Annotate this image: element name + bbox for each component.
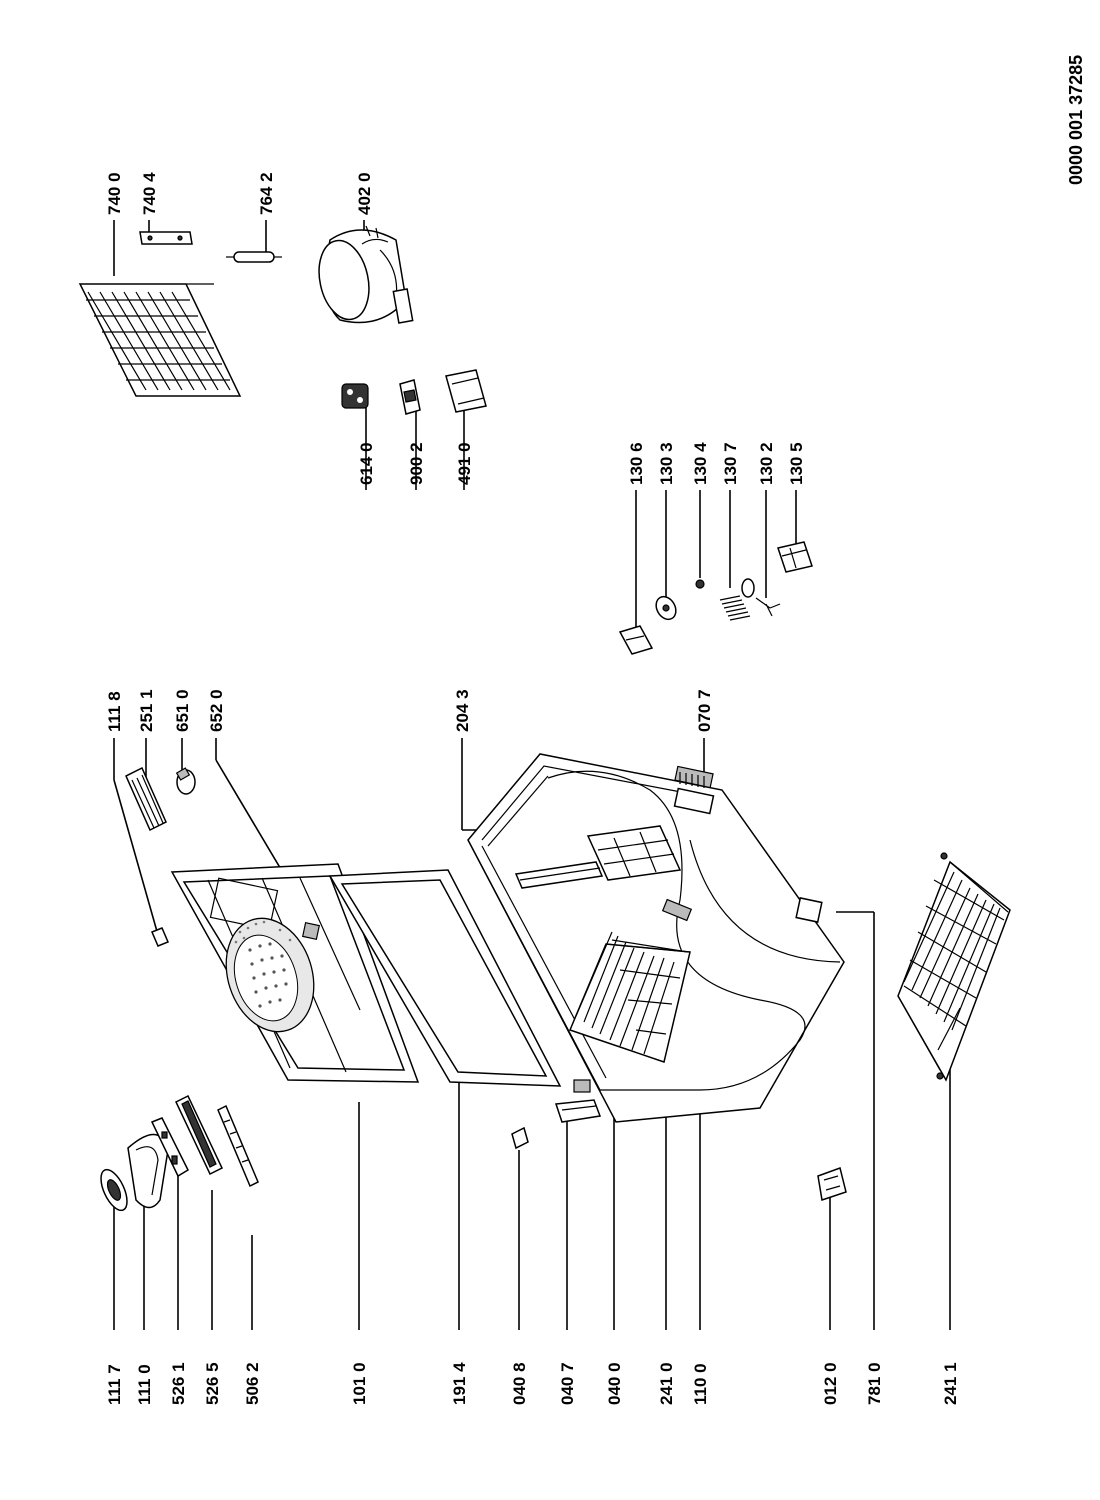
part-label-130-3: 130 3 bbox=[657, 442, 676, 485]
knob-part-111-7 bbox=[100, 1168, 128, 1212]
dial-cover-part-111-0 bbox=[127, 1133, 169, 1209]
bracket-part-740-4 bbox=[139, 231, 193, 245]
part-label-111-8: 111 8 bbox=[105, 691, 124, 732]
document-number: 0000 001 37285 bbox=[1066, 55, 1086, 185]
clip-part-111-8 bbox=[151, 927, 169, 947]
part-label-241-1: 241 1 bbox=[941, 1362, 960, 1405]
part-label-651-0: 651 0 bbox=[173, 689, 192, 732]
strip-part-506-2 bbox=[217, 1104, 259, 1188]
clip-part-040-8 bbox=[511, 1126, 529, 1150]
part-label-740-4: 740 4 bbox=[140, 172, 159, 215]
hinge-cover-part-040-7 bbox=[554, 1099, 602, 1123]
part-label-012-0: 012 0 bbox=[821, 1362, 840, 1405]
part-label-130-6: 130 6 bbox=[627, 442, 646, 485]
part-label-781-0: 781 0 bbox=[865, 1362, 884, 1405]
basket-part-241-0 bbox=[568, 931, 691, 1063]
light-panel-part-526-5 bbox=[175, 1094, 223, 1176]
compressor-part-402-0 bbox=[318, 225, 414, 324]
part-label-101-0: 101 0 bbox=[350, 1362, 369, 1405]
part-label-526-5: 526 5 bbox=[203, 1362, 222, 1405]
part-label-191-4: 191 4 bbox=[450, 1362, 469, 1405]
basket-part-241-1 bbox=[897, 852, 1011, 1082]
part-label-506-2: 506 2 bbox=[243, 1362, 262, 1405]
part-label-130-7: 130 7 bbox=[721, 442, 740, 485]
part-label-070-7: 070 7 bbox=[695, 689, 714, 732]
hardware-part-130-5 bbox=[777, 541, 813, 573]
part-label-130-4: 130 4 bbox=[691, 442, 710, 485]
vent-part-070-7 bbox=[674, 765, 714, 789]
part-label-740-0: 740 0 bbox=[105, 172, 124, 215]
part-label-764-2: 764 2 bbox=[257, 172, 276, 215]
part-label-130-5: 130 5 bbox=[787, 442, 806, 485]
latch-part-781-0 bbox=[795, 897, 823, 923]
part-label-111-0: 111 0 bbox=[135, 1364, 154, 1405]
relay-part-614-0 bbox=[341, 383, 369, 409]
thermostat-panel-part-526-1 bbox=[150, 1117, 189, 1178]
hardware-part-130-2 bbox=[741, 578, 781, 617]
handle-part-251-1 bbox=[125, 766, 167, 832]
hinge-part-040-0 bbox=[573, 1079, 591, 1093]
starter-part-900-2 bbox=[399, 379, 421, 415]
condenser-part-740-0 bbox=[78, 283, 242, 397]
hardware-part-130-6 bbox=[618, 625, 654, 655]
gasket-part-191-4 bbox=[328, 869, 562, 1087]
lamp-part-110-0 bbox=[661, 898, 693, 922]
hardware-part-130-3 bbox=[655, 595, 677, 621]
filter-drier-part-764-2 bbox=[226, 251, 282, 263]
bulb-part-651-0 bbox=[175, 767, 196, 795]
freezer-cabinet bbox=[467, 753, 845, 1123]
part-label-040-0: 040 0 bbox=[605, 1362, 624, 1405]
bracket-part-491-0 bbox=[445, 369, 487, 413]
part-label-241-0: 241 0 bbox=[657, 1362, 676, 1405]
part-label-110-0: 110 0 bbox=[691, 1363, 710, 1405]
part-label-526-1: 526 1 bbox=[169, 1362, 188, 1405]
part-label-251-1: 251 1 bbox=[137, 689, 156, 732]
part-label-111-7: 111 7 bbox=[105, 1364, 124, 1405]
part-label-204-3: 204 3 bbox=[453, 689, 472, 732]
hardware-part-130-7 bbox=[719, 595, 751, 621]
part-label-040-7: 040 7 bbox=[558, 1362, 577, 1405]
part-label-040-8: 040 8 bbox=[510, 1362, 529, 1405]
hardware-part-130-4 bbox=[695, 579, 705, 589]
part-label-402-0: 402 0 bbox=[355, 172, 374, 215]
bracket-part-012-0 bbox=[817, 1167, 847, 1201]
part-label-130-2: 130 2 bbox=[757, 442, 776, 485]
part-label-652-0: 652 0 bbox=[207, 689, 226, 732]
